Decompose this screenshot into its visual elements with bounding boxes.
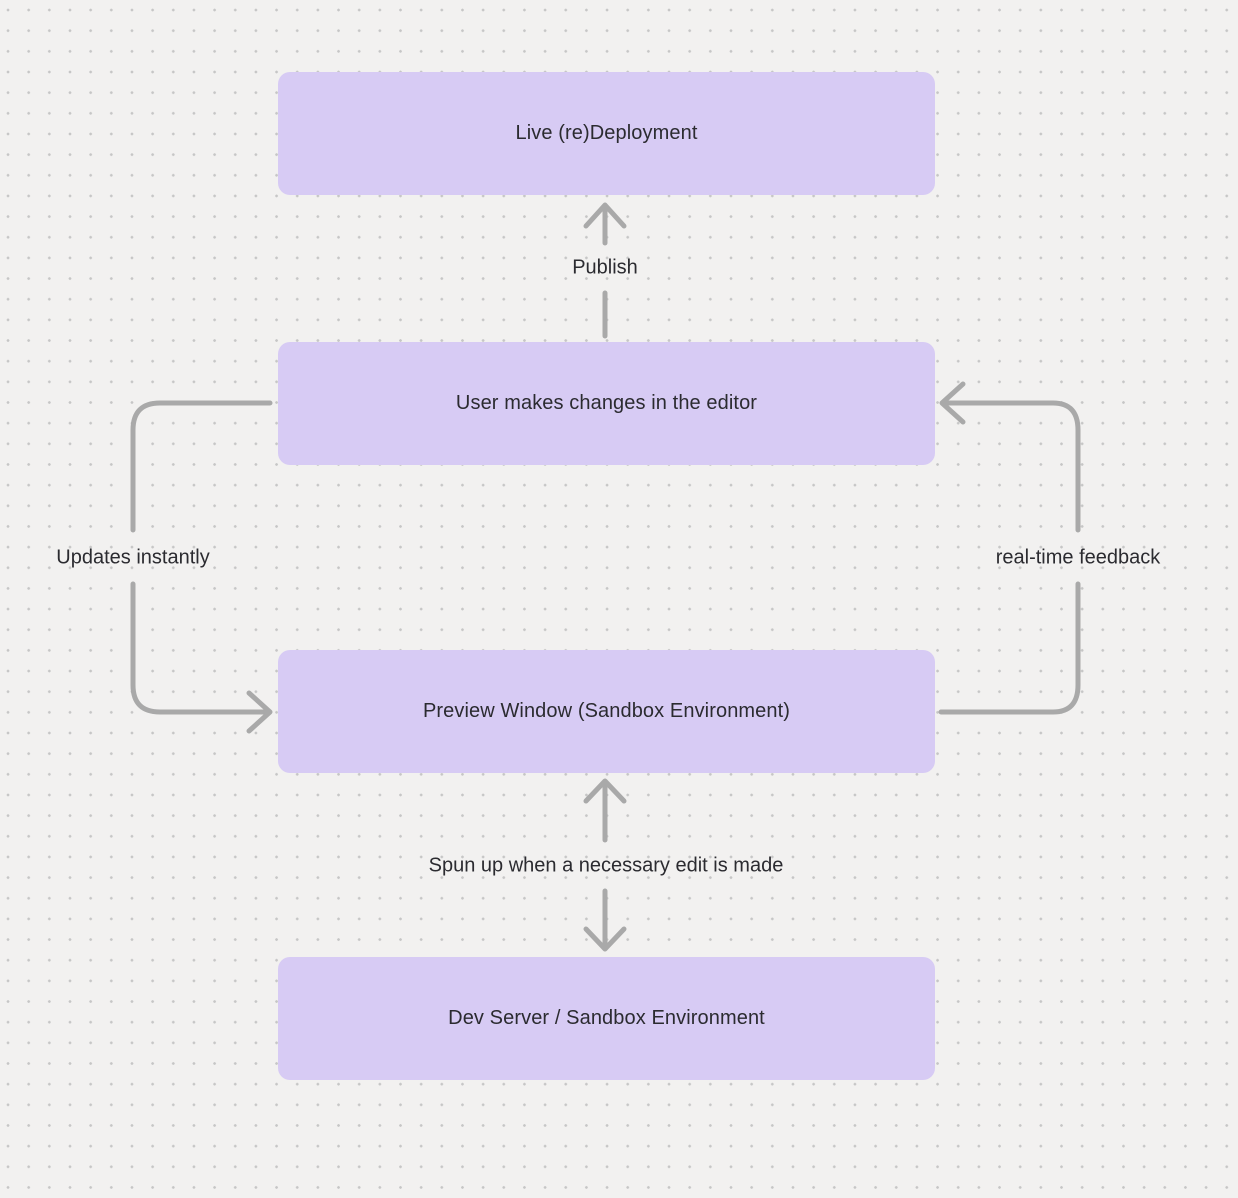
node-editor[interactable]: User makes changes in the editor (278, 342, 935, 465)
node-preview[interactable]: Preview Window (Sandbox Environment) (278, 650, 935, 773)
edge-label-updates-instantly: Updates instantly (56, 546, 210, 569)
arrowhead-left-icon (939, 381, 966, 425)
edge-publish-arrow[interactable] (583, 202, 627, 339)
node-dev-server[interactable]: Dev Server / Sandbox Environment (278, 957, 935, 1080)
edge-updates-instantly-arrow[interactable] (130, 400, 273, 734)
edge-real-time-feedback-arrow[interactable] (938, 381, 1081, 715)
node-label: Dev Server / Sandbox Environment (448, 1007, 765, 1029)
node-label: User makes changes in the editor (455, 392, 758, 414)
edge-label-spun-up: Spun up when a necessary edit is made (428, 854, 784, 877)
edge-label-real-time-feedback: real-time feedback (995, 546, 1161, 569)
node-label: Live (re)Deployment (515, 122, 698, 144)
arrowhead-right-icon (246, 690, 273, 734)
arrowhead-up-icon (583, 202, 627, 229)
node-label: Preview Window (Sandbox Environment) (422, 700, 791, 722)
edge-label-publish: Publish (572, 256, 638, 279)
node-live-redeployment[interactable]: Live (re)Deployment (278, 72, 935, 195)
arrowhead-down-icon (583, 926, 627, 952)
edge-spun-up-arrow[interactable] (583, 778, 627, 952)
